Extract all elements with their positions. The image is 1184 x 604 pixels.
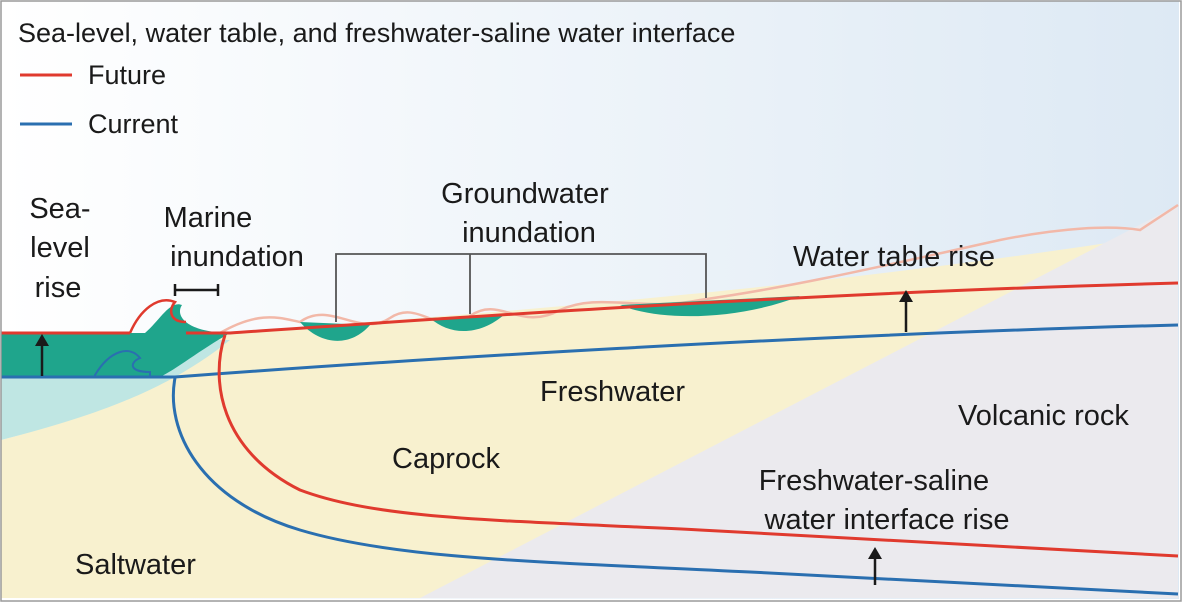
diagram-title: Sea-level, water table, and freshwater-s… [18, 18, 735, 48]
current-interface-line [171, 377, 1179, 596]
sea-level-rise-arrowhead [35, 334, 49, 346]
marine-inundation-bracket [173, 284, 220, 296]
wave-future [128, 299, 187, 334]
volcanic-rock-label: Volcanic rock [958, 400, 1129, 432]
future-water-table-line [1, 281, 1179, 335]
interface-rise-arrowhead [868, 547, 882, 559]
groundwater-inundation-label: Groundwater inundation [441, 178, 617, 249]
interface-rise-label: Freshwater-saline water interface rise [759, 465, 1010, 536]
water-table-rise-label: Water table rise [793, 241, 995, 273]
water-table-rise-arrowhead [899, 290, 913, 302]
future-interface-line [217, 334, 1179, 558]
wave-current [94, 350, 151, 378]
legend-future-label: Future [88, 60, 166, 90]
sea-level-band [1, 304, 230, 377]
groundwater-inundation-bracket [335, 253, 707, 322]
legend-current-label: Current [88, 109, 179, 139]
volcanic-rock-region [420, 205, 1178, 598]
sea-level-rise-label: Sea- level rise [29, 193, 98, 304]
freshwater-label: Freshwater [540, 376, 685, 408]
marine-inundation-label: Marine inundation [164, 202, 304, 273]
saltwater-label: Saltwater [75, 549, 196, 581]
current-water-table-line [1, 323, 1179, 379]
caprock-label: Caprock [392, 443, 500, 475]
